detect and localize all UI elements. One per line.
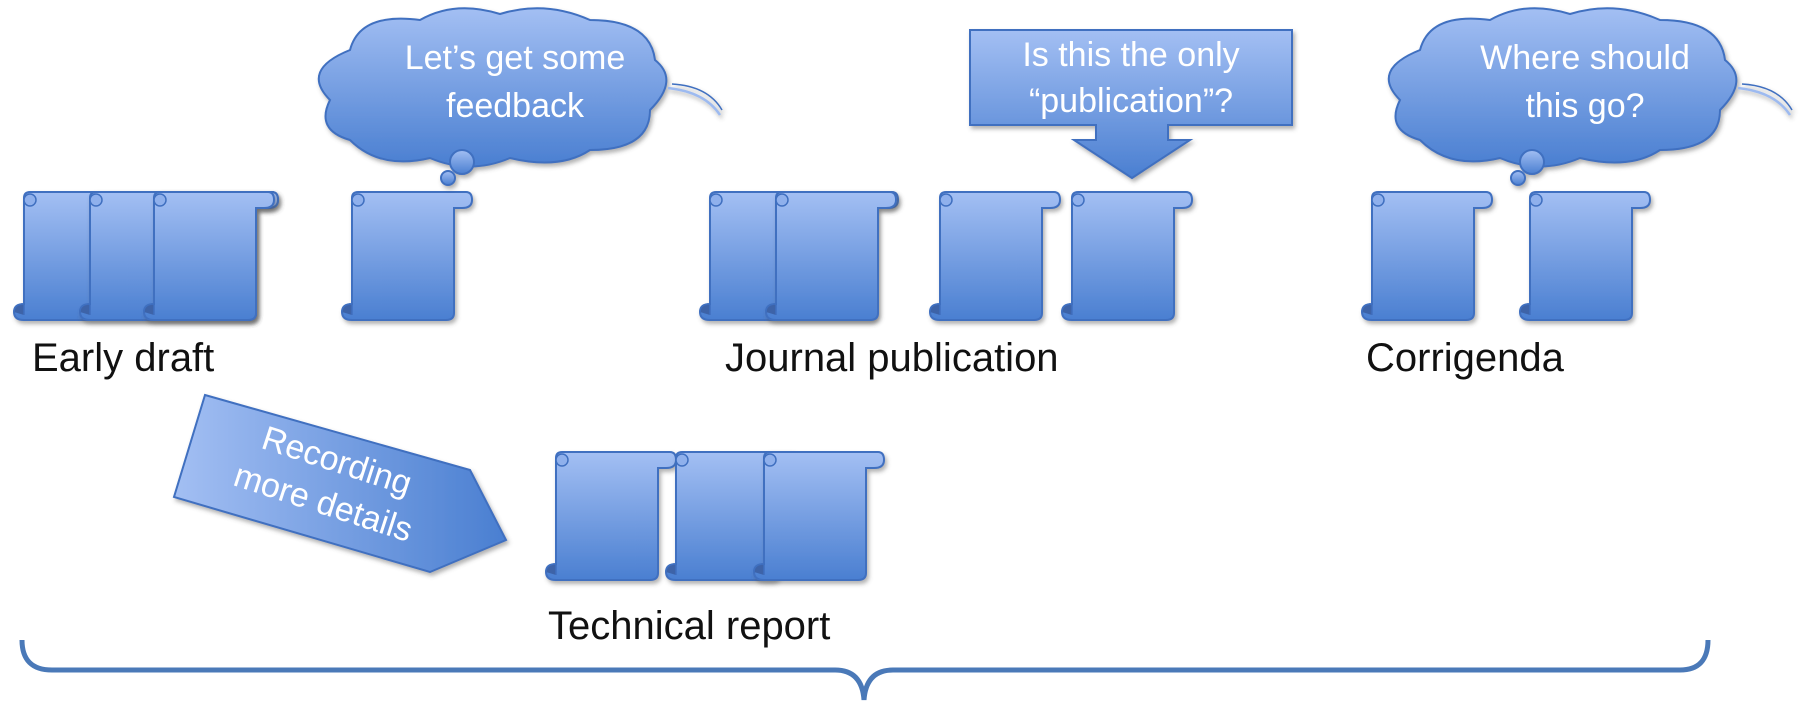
technical-report-scroll-1 <box>544 451 678 581</box>
publication-callout-line1: Is this the only <box>1022 36 1240 74</box>
where-bubble-text: Where should this go? <box>1460 34 1710 130</box>
publication-down-arrow-callout-icon <box>969 29 1293 180</box>
where-thought-bubble-icon <box>1387 7 1793 186</box>
journal-scroll-2 <box>764 191 898 321</box>
corrigenda-scroll-2 <box>1518 191 1652 321</box>
bottom-curly-brace-icon <box>19 639 1711 701</box>
feedback-bubble-line1: Let’s get some <box>404 39 626 77</box>
feedback-scroll <box>340 191 474 321</box>
journal-publication-label: Journal publication <box>725 336 1059 380</box>
technical-report-label: Technical report <box>548 604 831 648</box>
technical-report-scroll-3 <box>752 451 886 581</box>
where-bubble-line2: this go? <box>1525 87 1645 125</box>
feedback-bubble-line2: feedback <box>446 87 584 125</box>
early-draft-label: Early draft <box>32 336 215 380</box>
early-draft-scroll-3 <box>142 191 276 321</box>
feedback-bubble-text: Let’s get some feedback <box>390 34 640 130</box>
journal-scroll-4 <box>1060 191 1194 321</box>
recording-right-arrow-icon <box>172 393 508 574</box>
journal-scroll-3 <box>928 191 1062 321</box>
publication-callout-line2: “publication”? <box>1028 82 1234 120</box>
corrigenda-scroll-1 <box>1360 191 1494 321</box>
corrigenda-label: Corrigenda <box>1366 336 1564 380</box>
publication-callout-text: Is this the only “publication”? <box>975 32 1287 124</box>
where-bubble-line1: Where should <box>1480 39 1690 77</box>
feedback-thought-bubble-icon <box>317 7 723 186</box>
